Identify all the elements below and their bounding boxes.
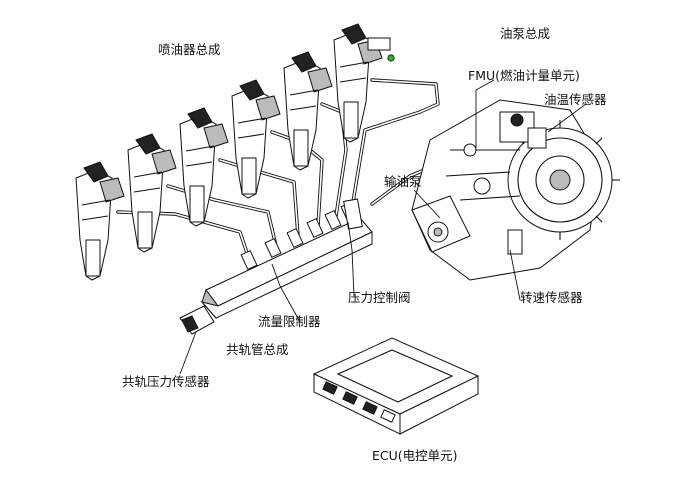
ecu-unit xyxy=(312,337,480,435)
leader-lines xyxy=(179,79,587,375)
injector-3 xyxy=(179,107,229,227)
injector-1 xyxy=(75,161,125,281)
label-fmu: FMU(燃油计量单元) xyxy=(468,68,580,83)
label-oil-temp-sensor: 油温传感器 xyxy=(544,92,607,107)
label-pressure-control-valve: 压力控制阀 xyxy=(348,290,411,305)
injector-2 xyxy=(127,133,177,253)
injector-5 xyxy=(283,51,333,171)
label-rail-pressure-sensor: 共轨压力传感器 xyxy=(122,374,210,389)
label-ecu: ECU(电控单元) xyxy=(372,448,458,463)
label-oil-pump-assembly: 油泵总成 xyxy=(500,26,551,41)
label-common-rail-assembly: 共轨管总成 xyxy=(226,342,289,357)
common-rail xyxy=(179,198,373,335)
label-injector-assembly: 喷油器总成 xyxy=(158,42,221,57)
injector-4 xyxy=(231,79,281,199)
oil-pump xyxy=(411,99,620,281)
label-speed-sensor: 转速传感器 xyxy=(520,290,583,305)
label-fuel-delivery-pump: 输油泵 xyxy=(384,174,422,189)
injector-6 xyxy=(333,23,395,143)
label-flow-limiter: 流量限制器 xyxy=(258,314,321,329)
